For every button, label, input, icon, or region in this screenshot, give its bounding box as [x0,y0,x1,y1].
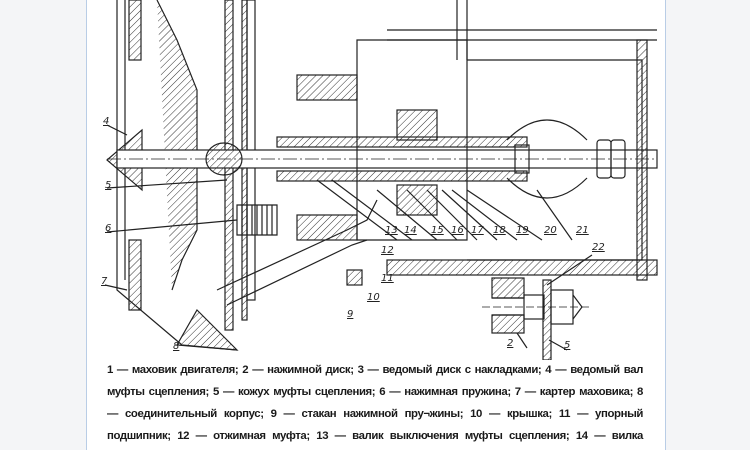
document-page: 4 5 6 7 8 9 10 11 12 13 14 15 16 17 18 1… [86,0,666,450]
part-label-4: 4 [103,116,110,127]
detail-label-2: 2 [507,338,514,349]
part-label-10: 10 [367,292,380,303]
part-label-8: 8 [173,341,180,352]
part-label-16: 16 [451,225,464,236]
part-label-20: 20 [544,225,557,236]
part-label-5: 5 [105,180,112,191]
part-label-18: 18 [493,225,506,236]
clutch-cross-section-drawing [104,0,658,360]
caption-line: — соединительный корпус; 9 — стакан нажи… [107,408,643,420]
part-label-19: 19 [516,225,529,236]
part-label-12: 12 [381,245,394,256]
part-label-17: 17 [471,225,484,236]
figure-caption: 1 — маховик двигателя; 2 — нажимной диск… [107,359,643,447]
detail-label-5: 5 [564,340,571,351]
part-label-15: 15 [431,225,444,236]
part-label-7: 7 [101,276,108,287]
part-label-9: 9 [347,309,354,320]
part-label-6: 6 [105,223,112,234]
part-label-22: 22 [592,242,605,253]
caption-line: муфты сцепления; 5 — кожух муфты сцеплен… [107,386,643,398]
caption-line: 1 — маховик двигателя; 2 — нажимной диск… [107,364,643,376]
part-label-11: 11 [381,273,394,284]
part-label-13: 13 [385,225,398,236]
part-label-14: 14 [404,225,417,236]
part-label-21: 21 [576,225,589,236]
caption-line: подшипник; 12 — отжимная муфта; 13 — вал… [107,430,643,442]
